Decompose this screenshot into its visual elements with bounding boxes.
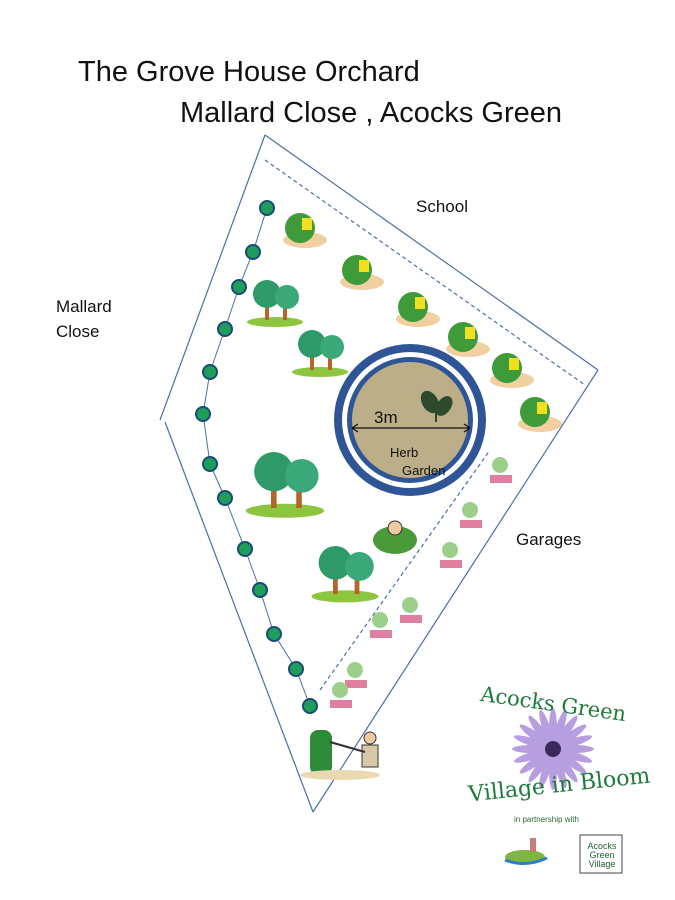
flower-bed-icon bbox=[330, 682, 352, 708]
fruit-bush-icon bbox=[518, 397, 562, 432]
hedge-dot bbox=[252, 582, 268, 598]
gardener-icon bbox=[300, 730, 380, 780]
hedge-dot bbox=[259, 200, 275, 216]
fruit-bush-icon bbox=[396, 292, 440, 327]
hedge-dot bbox=[217, 490, 233, 506]
resting-person-icon bbox=[373, 520, 417, 554]
label-mallard-close-1: Mallard bbox=[56, 297, 112, 316]
herb-label-2: Garden bbox=[402, 463, 446, 478]
logo-partnership: in partnership with bbox=[514, 815, 579, 824]
title-line-2: Mallard Close , Acocks Green bbox=[180, 97, 562, 129]
tree-icon bbox=[247, 280, 303, 327]
hedge-dot bbox=[237, 541, 253, 557]
fruit-bush-icon bbox=[340, 255, 384, 290]
partner-logo-icon bbox=[504, 838, 548, 865]
herb-diameter: 3m bbox=[374, 408, 398, 427]
partner-logo-text: Acocks Green Village bbox=[587, 841, 617, 869]
hedge-dot bbox=[288, 661, 304, 677]
flower-beds bbox=[330, 457, 512, 708]
tree-icon bbox=[292, 330, 348, 377]
flower-bed-icon bbox=[490, 457, 512, 483]
hedge-dot bbox=[302, 698, 318, 714]
hedge-dot bbox=[195, 406, 211, 422]
acocks-green-village-logo-box bbox=[579, 834, 623, 874]
hedge-dot bbox=[202, 456, 218, 472]
fruit-bush-icon bbox=[490, 353, 534, 388]
flower-bed-icon bbox=[345, 662, 367, 688]
hedge-dot bbox=[217, 321, 233, 337]
herb-plant-icon bbox=[420, 390, 453, 422]
flower-bed-icon bbox=[400, 597, 422, 623]
flower-bed-icon bbox=[460, 502, 482, 528]
fruit-bush-icon bbox=[283, 213, 327, 248]
flower-bed-icon bbox=[370, 612, 392, 638]
hedge-dot bbox=[202, 364, 218, 380]
flower-logo-icon bbox=[512, 708, 594, 790]
herb-label-1: Herb bbox=[390, 445, 419, 460]
hedge-dot bbox=[266, 626, 282, 642]
fruit-bushes bbox=[283, 213, 562, 432]
label-mallard-close-2: Close bbox=[56, 322, 100, 341]
boundary bbox=[159, 134, 599, 813]
fruit-bush-icon bbox=[446, 322, 490, 357]
hedge-dot bbox=[245, 244, 261, 260]
hedge-dot bbox=[231, 279, 247, 295]
label-school: School bbox=[416, 197, 468, 216]
title-line-1: The Grove House Orchard bbox=[78, 56, 420, 88]
tree-icon bbox=[245, 452, 325, 518]
tree-icon bbox=[311, 546, 379, 603]
label-garages: Garages bbox=[516, 530, 582, 549]
trees bbox=[245, 280, 379, 603]
herb-garden bbox=[334, 344, 486, 496]
flower-bed-icon bbox=[440, 542, 462, 568]
hedge-plants bbox=[195, 200, 318, 714]
